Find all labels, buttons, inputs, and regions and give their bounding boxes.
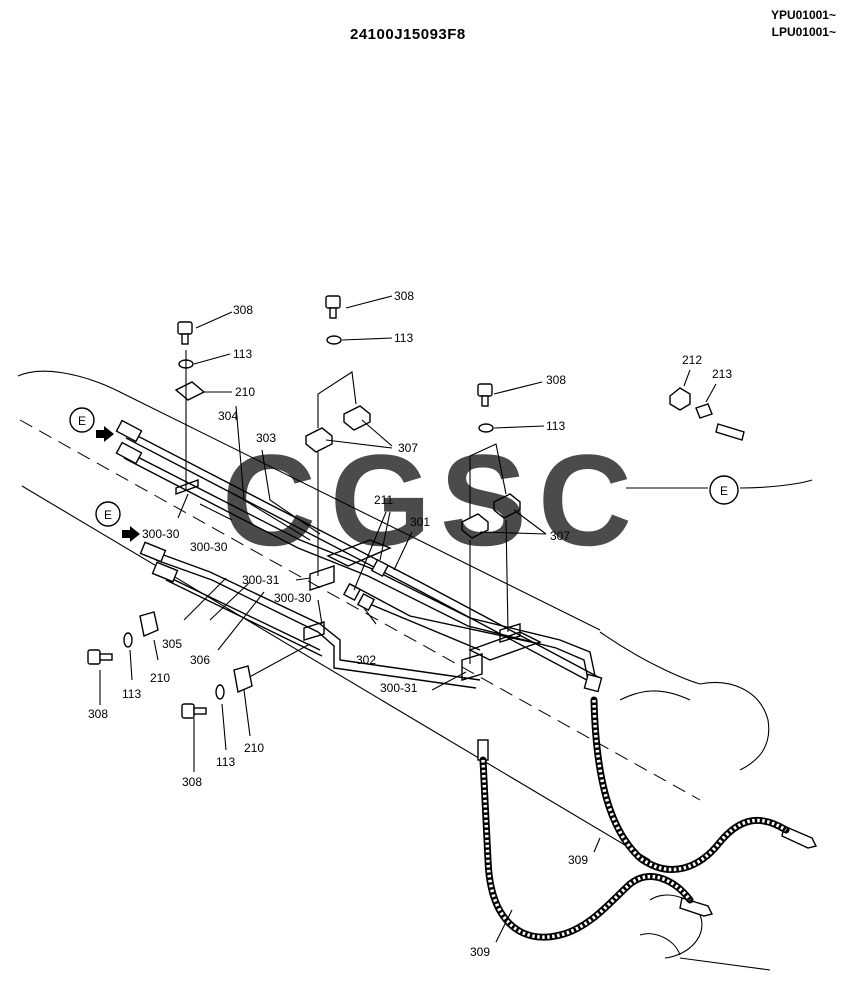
callout-113-e: 113 (216, 755, 235, 769)
marker-e-right: E (709, 475, 739, 505)
cgsc-watermark: C G S C (222, 427, 632, 573)
callout-210-c: 210 (244, 741, 264, 755)
callout-113-b: 113 (394, 331, 413, 345)
washer-113-center (326, 335, 342, 345)
callout-113-d: 113 (122, 687, 141, 701)
callout-213: 213 (712, 367, 732, 381)
bolt-308-right (477, 383, 493, 407)
clip-210-lower-left (139, 611, 159, 637)
clip-210-lower-mid (233, 665, 253, 693)
watermark-letter-c2: C (538, 427, 632, 573)
callout-306: 306 (190, 653, 210, 667)
marker-e-top-label: E (78, 414, 86, 428)
serial-range-ypu: YPU01001~ (770, 8, 836, 22)
callout-304: 304 (218, 409, 238, 423)
callout-308-d: 308 (88, 707, 108, 721)
callout-302: 302 (356, 653, 376, 667)
bolt-308-center (325, 295, 341, 319)
boom-outline (17, 370, 771, 971)
watermark-letter-s: S (440, 427, 527, 573)
washer-113-lower-mid (215, 684, 225, 700)
arrow-e-left (122, 526, 140, 542)
callout-309-b: 309 (470, 945, 490, 959)
callout-308-a: 308 (233, 303, 253, 317)
callout-308-b: 308 (394, 289, 414, 303)
leader-lines (99, 295, 813, 943)
nut-212 (669, 387, 691, 411)
callout-309-a: 309 (568, 853, 588, 867)
callout-308-c: 308 (546, 373, 566, 387)
callout-labels: 308 113 210 308 113 212 213 308 113 307 … (88, 289, 732, 959)
marker-e-left: E (95, 501, 140, 542)
callout-303: 303 (256, 431, 276, 445)
flexible-hoses (479, 696, 790, 941)
marker-e-left-label: E (104, 508, 112, 522)
bolt-308-lower-left (87, 649, 113, 665)
washer-113-right (478, 423, 494, 433)
bolt-308-top-left (177, 321, 193, 345)
callout-301: 301 (410, 515, 430, 529)
hose-fittings (115, 419, 818, 917)
callout-305: 305 (162, 637, 182, 651)
bolt-308-lower-mid (181, 703, 207, 719)
serial-range-lpu: LPU01001~ (771, 25, 836, 39)
callout-212: 212 (682, 353, 702, 367)
marker-e-top: E (69, 407, 114, 442)
fitting-213 (695, 403, 745, 441)
callout-210-b: 210 (150, 671, 170, 685)
callout-300-30-c: 300-30 (274, 591, 312, 605)
callout-113-a: 113 (233, 347, 252, 361)
callout-113-c: 113 (546, 419, 565, 433)
washer-113-lower-left (123, 632, 133, 648)
watermark-letter-c1: C (222, 427, 316, 573)
callout-307-b: 307 (550, 529, 570, 543)
callout-300-31-a: 300-31 (242, 573, 280, 587)
marker-e-right-label: E (720, 484, 728, 498)
callout-211: 211 (374, 493, 393, 507)
callout-210-a: 210 (235, 385, 255, 399)
callout-308-e: 308 (182, 775, 202, 789)
callout-307-a: 307 (398, 441, 418, 455)
watermark-letter-g: G (330, 427, 431, 573)
callout-300-30-a: 300-30 (142, 527, 180, 541)
callout-300-31-b: 300-31 (380, 681, 418, 695)
clamp-plates (175, 479, 542, 681)
clamp-307-left-pair (305, 405, 371, 453)
callout-300-30-b: 300-30 (190, 540, 228, 554)
arrow-e-top (96, 426, 114, 442)
document-code: 24100J15093F8 (350, 26, 466, 43)
clip-210-top (174, 381, 206, 401)
